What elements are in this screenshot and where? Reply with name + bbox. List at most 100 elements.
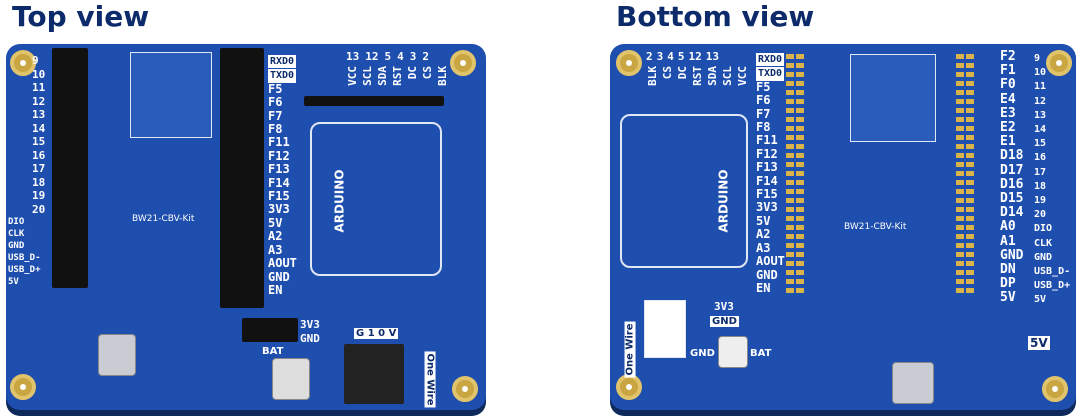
pin-row-right-2 xyxy=(966,54,974,294)
pin-label: DN xyxy=(1000,262,1016,278)
pin-label: 13 xyxy=(1034,109,1047,121)
pin-label: USB_D+ xyxy=(8,265,41,275)
pin-label: 12 xyxy=(1034,95,1047,107)
pin-label: SCL xyxy=(361,66,374,86)
pin-label: 20 xyxy=(32,202,46,216)
power-3v3-label: 3V3 xyxy=(714,300,734,313)
pin-label: 9 xyxy=(32,54,39,67)
pin-label: 17 xyxy=(32,162,46,175)
pin-label: 5V xyxy=(756,213,771,228)
pin-row-right xyxy=(956,54,964,294)
pin-label: 11 xyxy=(32,81,46,94)
pin-label: 14 xyxy=(32,121,46,135)
pin-label: 11 xyxy=(1034,81,1047,93)
pin-label: A2 xyxy=(756,227,771,242)
pin-label: 3 xyxy=(409,50,417,63)
pin-label: A3 xyxy=(268,242,283,257)
pin-row-left xyxy=(786,54,794,294)
board-name: BW21-CBV-Kit xyxy=(844,222,907,232)
pin-label: BLK xyxy=(646,66,659,86)
pin-label: F2 xyxy=(1000,49,1016,64)
pin-label: 5 xyxy=(384,50,392,63)
bat-label: BAT xyxy=(262,346,284,357)
pin-label: VCC xyxy=(346,66,359,86)
pin-label: SCL xyxy=(721,66,734,86)
pin-label: DC xyxy=(676,66,689,80)
onewire-connector[interactable] xyxy=(344,344,404,404)
pin-label: 19 xyxy=(32,189,46,202)
battery-connector[interactable] xyxy=(272,358,310,400)
pin-label: 10 xyxy=(32,67,46,81)
sd-card-slot xyxy=(130,52,212,138)
pin-label: DC xyxy=(406,66,419,80)
pin-label: F7 xyxy=(268,108,283,123)
onewire-pin-labels: G 1 0 V xyxy=(354,328,399,339)
pin-label: F12 xyxy=(756,146,778,161)
pin-label: 13 xyxy=(346,50,360,63)
pin-label: F11 xyxy=(268,135,290,150)
pin-label: D18 xyxy=(1000,148,1024,164)
sd-card-slot xyxy=(850,54,936,142)
pin-label: RST xyxy=(691,66,704,86)
usb-c-port[interactable] xyxy=(892,362,934,404)
pin-label: EN xyxy=(268,282,283,297)
pin-label: A2 xyxy=(268,229,283,244)
pin-label: RXD0 xyxy=(756,53,785,67)
pin-label: 18 xyxy=(32,175,46,189)
pin-label: USB_D- xyxy=(8,253,41,263)
pin-label: 12 xyxy=(365,50,379,63)
pin-label: 2 xyxy=(422,50,429,63)
pin-label: 5V xyxy=(1000,290,1016,306)
pin-label: 19 xyxy=(1034,195,1047,207)
pin-label: 5V xyxy=(8,277,19,287)
pin-label: F8 xyxy=(756,120,771,135)
pin-label: F6 xyxy=(756,93,771,108)
pin-label: BLK xyxy=(436,66,449,86)
mounting-hole xyxy=(10,374,36,400)
pin-label: GND xyxy=(268,269,290,284)
pin-label: F6 xyxy=(268,95,283,110)
onewire-label: One Wire xyxy=(424,351,436,408)
bottom-view-title: Bottom view xyxy=(616,0,815,33)
gnd-label: GND xyxy=(690,348,715,359)
pin-label: DP xyxy=(1000,276,1016,292)
pin-label: 18 xyxy=(1034,180,1047,192)
pin-label: RST xyxy=(391,66,404,86)
battery-connector[interactable] xyxy=(718,336,748,368)
pin-label: E4 xyxy=(1000,91,1016,107)
pin-label: SDA xyxy=(376,66,389,86)
mounting-hole xyxy=(10,50,36,76)
pin-label: F8 xyxy=(268,122,283,137)
pin-label: VCC xyxy=(736,66,749,86)
pin-label: F13 xyxy=(268,162,290,177)
pin-label: AOUT xyxy=(756,254,785,269)
usb-c-port[interactable] xyxy=(98,334,136,376)
pin-label: EN xyxy=(756,280,771,295)
pin-label: 13 xyxy=(705,50,719,63)
pin-label: F0 xyxy=(1000,77,1016,93)
mounting-hole xyxy=(616,374,642,400)
5v-label: 5V xyxy=(1028,336,1050,350)
sensor-module xyxy=(644,300,686,358)
pin-label: E1 xyxy=(1000,134,1016,150)
pin-label: 3V3 xyxy=(300,318,320,331)
pin-label: 12 xyxy=(32,94,46,108)
pin-label: CLK xyxy=(8,229,25,239)
power-gnd-label: GND xyxy=(710,316,739,327)
pin-label: E2 xyxy=(1000,120,1016,136)
pin-label: D14 xyxy=(1000,205,1024,221)
pin-label: 16 xyxy=(1034,152,1047,164)
power-header xyxy=(242,318,298,342)
pin-label: GND xyxy=(756,267,778,282)
mounting-hole xyxy=(452,376,478,402)
pin-label: 3V3 xyxy=(268,202,290,217)
pin-label: F5 xyxy=(756,79,771,94)
pin-label: 4 xyxy=(667,50,674,63)
